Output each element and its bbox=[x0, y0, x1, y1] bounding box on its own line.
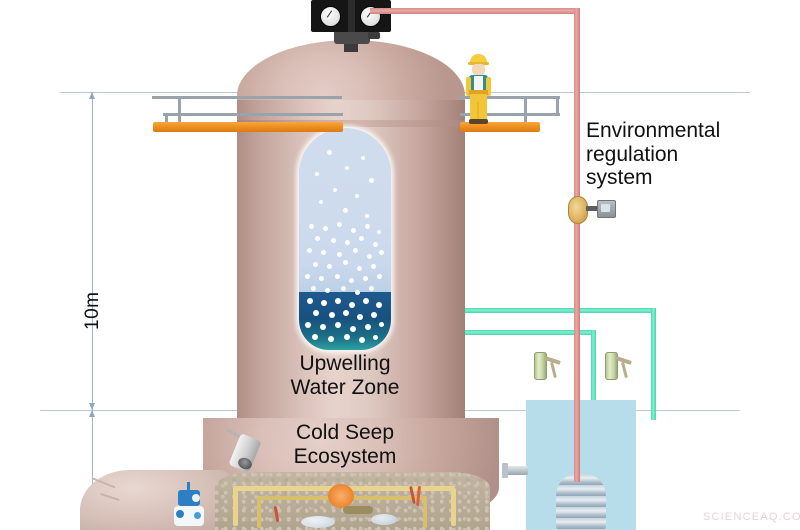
railing-post-left-2 bbox=[165, 113, 168, 129]
tank-side-flange bbox=[502, 463, 508, 478]
label-coldseep-line1: Cold Seep bbox=[295, 421, 395, 444]
red-pipe-into-tank bbox=[574, 400, 580, 482]
tubeworm-cluster-left bbox=[273, 505, 280, 523]
seep-pipe-inner-right bbox=[423, 498, 427, 528]
label-env-line2: regulation bbox=[586, 142, 679, 166]
railing-top-bar-right bbox=[460, 96, 560, 99]
actuator-window bbox=[601, 204, 610, 212]
worker-face bbox=[472, 64, 485, 75]
worker-hardhat-brim bbox=[468, 62, 489, 65]
rov-mast bbox=[187, 482, 190, 491]
coral-cluster-orange bbox=[328, 484, 354, 508]
label-upwelling-water-zone: Upwelling Water Zone bbox=[249, 352, 441, 399]
label-upwelling-line1: Upwelling bbox=[299, 352, 391, 375]
worker-belt bbox=[469, 90, 488, 95]
red-pipe-main-vertical bbox=[574, 8, 580, 488]
vessel-seam bbox=[237, 120, 465, 127]
worker-figure bbox=[466, 54, 491, 124]
rov-lens bbox=[192, 494, 200, 502]
teal-pipe-left-vertical bbox=[591, 330, 596, 420]
rov-thruster-right bbox=[194, 512, 201, 519]
inner-pressure-cylinder bbox=[556, 474, 606, 530]
upwelling-water-zone-capsule bbox=[299, 128, 391, 350]
label-environmental-regulation-system: Environmental regulation system bbox=[586, 119, 786, 190]
teal-pipe-right-vertical bbox=[651, 308, 656, 420]
label-upwelling-line2: Water Zone bbox=[290, 375, 400, 399]
ball-valve-left-stem bbox=[550, 361, 557, 379]
seep-pipe-inner-left bbox=[257, 498, 261, 528]
rov-vehicle bbox=[170, 482, 210, 530]
cold-seep-seabed bbox=[215, 472, 490, 530]
ball-valve-right[interactable] bbox=[605, 352, 618, 380]
dimension-arrow-mid-up bbox=[88, 403, 95, 410]
worker-hardhat bbox=[470, 54, 487, 64]
railing-post-right-1 bbox=[524, 96, 527, 126]
railing-mid-bar-left bbox=[163, 113, 343, 116]
worker-boots bbox=[469, 119, 488, 124]
red-pipe-top-horizontal bbox=[370, 8, 580, 14]
mussel-bed-center bbox=[301, 516, 335, 528]
ball-valve-left[interactable] bbox=[534, 352, 547, 380]
worker-vest bbox=[474, 76, 483, 91]
seep-pipe-left-vertical bbox=[233, 488, 238, 526]
dimension-line-5m bbox=[92, 410, 93, 530]
label-env-line1: Environmental bbox=[586, 119, 721, 142]
butterfly-valve-shaft bbox=[586, 206, 598, 211]
access-platform-right bbox=[460, 122, 540, 132]
label-coldseep-line2: Ecosystem bbox=[293, 444, 397, 468]
dense-bubble-zone bbox=[299, 292, 391, 350]
tank-side-inlet bbox=[506, 466, 528, 475]
top-valve-handle[interactable] bbox=[368, 32, 380, 39]
gauge-panel-divider bbox=[348, 0, 355, 32]
worker-leg-gap bbox=[477, 102, 479, 120]
ball-valve-right-stem bbox=[621, 361, 628, 379]
mussel-bed-right bbox=[371, 514, 397, 525]
railing-mid-bar-right bbox=[460, 113, 560, 116]
railing-top-bar-left bbox=[152, 96, 342, 99]
railing-post-left-1 bbox=[178, 96, 181, 122]
railing-post-right-2 bbox=[556, 96, 559, 114]
butterfly-valve-body[interactable] bbox=[568, 196, 588, 224]
dimension-arrow-mid-down bbox=[88, 410, 95, 417]
dimension-label-10m: 10m bbox=[82, 291, 103, 330]
worker-arm-left bbox=[466, 77, 471, 96]
seep-pipe-right-vertical bbox=[451, 488, 456, 526]
gauge-icon-left bbox=[320, 6, 341, 27]
watermark: SCIENCEAQ.COM bbox=[703, 511, 800, 523]
worker-arm-right bbox=[486, 77, 491, 96]
label-cold-seep-ecosystem: Cold Seep Ecosystem bbox=[249, 421, 441, 468]
lower-dome-left bbox=[80, 470, 230, 530]
label-env-line3: system bbox=[586, 166, 653, 190]
access-platform-left bbox=[153, 122, 343, 132]
rov-thruster-left bbox=[176, 510, 184, 518]
dimension-arrow-top bbox=[88, 92, 95, 99]
teal-pipe-upper-horizontal bbox=[444, 308, 656, 313]
sediment-patch-dark bbox=[343, 506, 373, 514]
dimension-line-10m bbox=[92, 92, 93, 410]
top-valve-body[interactable] bbox=[334, 28, 370, 44]
teal-pipe-lower-horizontal bbox=[444, 330, 596, 335]
